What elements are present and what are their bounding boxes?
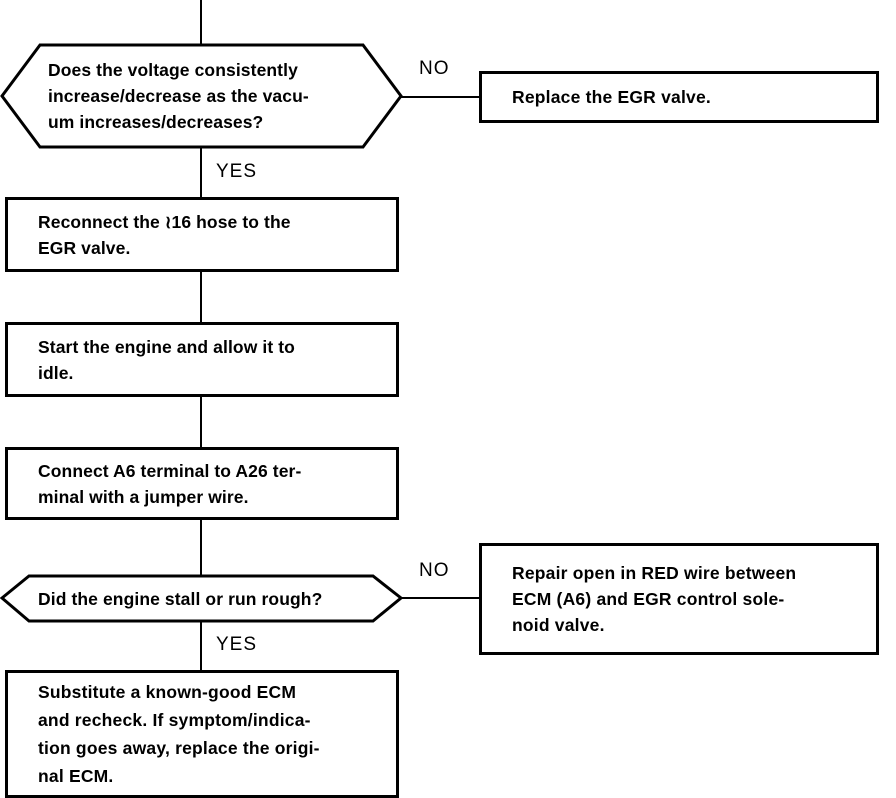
node-action-substitute-ecm[interactable]: Substitute a known-good ECM and recheck.… — [5, 670, 399, 798]
node-action-start-engine-label: Start the engine and allow it to idle. — [38, 336, 295, 383]
edge-label-voltage-yes: YES — [216, 161, 258, 182]
connector-connect-to-decision — [200, 518, 202, 576]
node-action-replace-egr-label: Replace the EGR valve. — [512, 87, 711, 107]
connector-voltage-no — [400, 96, 481, 98]
node-action-reconnect-hose[interactable]: Reconnect the ≀16 hose to the EGR valve. — [5, 197, 399, 272]
node-action-connect-jumper[interactable]: Connect A6 terminal to A26 ter- minal wi… — [5, 447, 399, 520]
node-action-replace-egr[interactable]: Replace the EGR valve. — [479, 71, 879, 123]
hexagon-outline — [0, 574, 404, 623]
node-action-repair-red-wire-label: Repair open in RED wire between ECM (A6)… — [512, 563, 797, 635]
node-action-start-engine[interactable]: Start the engine and allow it to idle. — [5, 322, 399, 397]
edge-label-stall-yes: YES — [216, 634, 258, 655]
node-decision-voltage[interactable]: Does the voltage consistently increase/d… — [0, 43, 403, 149]
node-action-substitute-ecm-label: Substitute a known-good ECM and recheck.… — [38, 682, 320, 786]
node-action-reconnect-hose-label: Reconnect the ≀16 hose to the EGR valve. — [38, 211, 291, 258]
connector-top-entry — [200, 0, 202, 45]
node-decision-engine-stall[interactable]: Did the engine stall or run rough? — [0, 574, 404, 623]
hexagon-outline — [0, 43, 403, 149]
connector-stall-yes — [200, 621, 202, 672]
connector-voltage-yes — [200, 147, 202, 199]
node-action-repair-red-wire[interactable]: Repair open in RED wire between ECM (A6)… — [479, 543, 879, 655]
connector-reconnect-to-start — [200, 270, 202, 324]
edge-label-stall-no: NO — [419, 560, 450, 581]
connector-start-to-connect — [200, 395, 202, 449]
node-action-connect-jumper-label: Connect A6 terminal to A26 ter- minal wi… — [38, 460, 302, 507]
node-decision-voltage-label: Does the voltage consistently increase/d… — [48, 60, 309, 132]
connector-stall-no — [400, 597, 481, 599]
node-decision-engine-stall-label: Did the engine stall or run rough? — [38, 588, 323, 609]
edge-label-voltage-no: NO — [419, 58, 450, 79]
